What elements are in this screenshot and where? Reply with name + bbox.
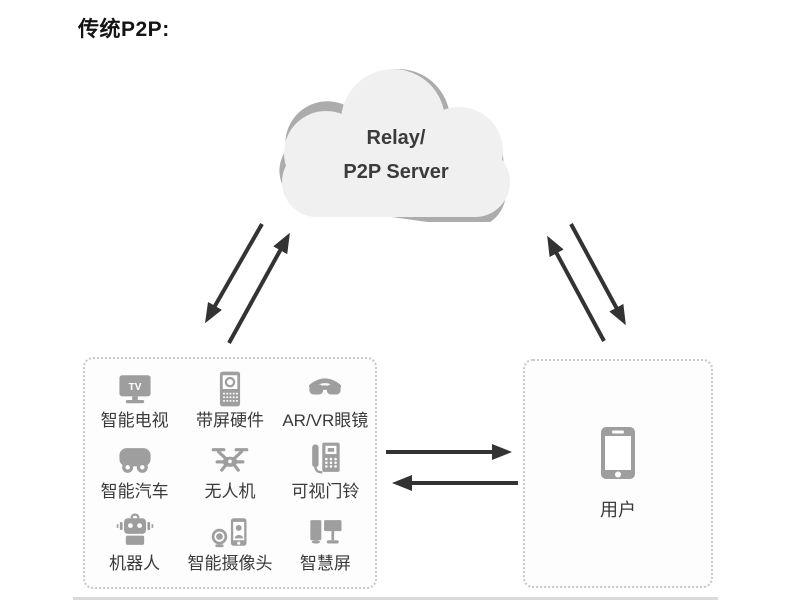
device-smart-car: 智能汽车 xyxy=(87,438,182,509)
device-screen-hardware: 带屏硬件 xyxy=(182,367,277,438)
bottom-divider xyxy=(73,597,718,600)
robot-icon xyxy=(113,510,157,554)
device-label: 带屏硬件 xyxy=(195,411,264,430)
cloud-label: Relay/ P2P Server xyxy=(266,62,526,222)
svg-text:TV: TV xyxy=(128,382,141,393)
smart-screen-icon xyxy=(303,510,347,554)
arrow-user-to-cloud xyxy=(547,235,606,342)
device-smart-camera: 智能摄像头 xyxy=(182,510,277,581)
device-drone: 无人机 xyxy=(182,438,277,509)
user-label: 用户 xyxy=(600,500,636,520)
arvr-glasses-icon xyxy=(303,367,347,411)
device-label: 机器人 xyxy=(109,553,161,573)
device-label: 智能摄像头 xyxy=(187,553,273,573)
device-smart-screen: 智慧屏 xyxy=(278,510,373,581)
device-smart-tv: TV 智能电视 xyxy=(87,367,182,438)
device-robot: 机器人 xyxy=(87,510,182,581)
device-label: 可视门铃 xyxy=(291,482,360,502)
device-label: 智能汽车 xyxy=(100,482,169,502)
cloud-label-line2: P2P Server xyxy=(343,161,449,183)
drone-icon xyxy=(208,438,252,482)
device-arvr-glasses: AR/VR眼镜 xyxy=(278,367,373,438)
cloud-icon xyxy=(279,68,510,222)
arrow-devices-to-cloud xyxy=(227,232,290,344)
device-label: 智能电视 xyxy=(100,411,169,430)
device-video-doorbell: 可视门铃 xyxy=(278,438,373,509)
smart-camera-icon xyxy=(208,510,252,554)
devices-box: TV 智能电视 xyxy=(83,357,377,589)
diagram-title: 传统P2P: xyxy=(78,18,170,41)
smart-tv-icon: TV xyxy=(113,367,157,411)
device-label: 智慧屏 xyxy=(299,553,351,573)
relay-server-cloud: Relay/ P2P Server xyxy=(266,62,526,222)
smartphone-icon xyxy=(598,425,638,486)
video-doorbell-icon xyxy=(303,438,347,482)
device-label: 无人机 xyxy=(204,482,256,502)
devices-grid: TV 智能电视 xyxy=(85,359,375,587)
screen-device-icon xyxy=(208,367,252,411)
smart-car-icon xyxy=(113,438,157,482)
device-label: AR/VR眼镜 xyxy=(282,411,369,430)
user-box: 用户 xyxy=(523,359,713,588)
arrow-cloud-to-user xyxy=(569,223,626,326)
arrow-cloud-to-devices xyxy=(205,223,264,324)
cloud-label-line1: Relay/ xyxy=(366,127,426,149)
